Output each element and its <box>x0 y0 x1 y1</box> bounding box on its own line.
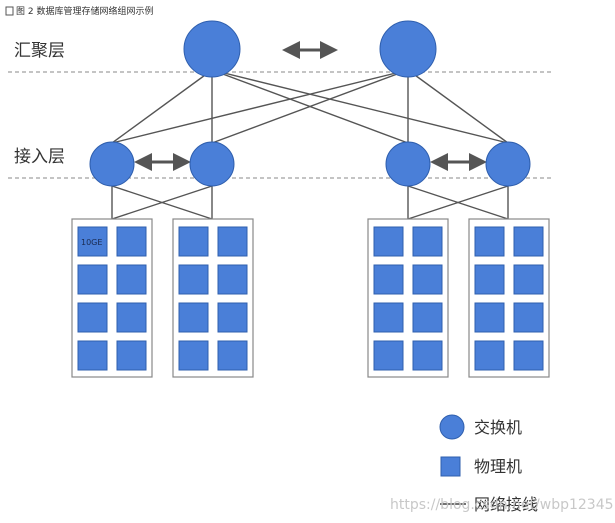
physical-server <box>373 340 404 371</box>
physical-server <box>373 264 404 295</box>
access-switch <box>89 141 135 187</box>
aggregation-switch <box>183 20 241 78</box>
physical-server <box>474 340 505 371</box>
physical-server <box>412 226 443 257</box>
physical-server <box>513 226 544 257</box>
physical-server <box>77 340 108 371</box>
physical-server <box>116 264 147 295</box>
access-switch <box>385 141 431 187</box>
physical-server <box>116 340 147 371</box>
link <box>111 185 213 220</box>
caption: 图 2 数据库管理存储网络组网示例 <box>5 5 153 17</box>
caption-text: 图 2 数据库管理存储网络组网示例 <box>16 5 153 17</box>
aggregation-switch <box>379 20 437 78</box>
aggregation-links <box>111 69 509 144</box>
physical-server <box>474 226 505 257</box>
legend: 交换机 物理机 网络接线 <box>439 414 538 514</box>
link <box>211 69 509 144</box>
physical-server <box>513 340 544 371</box>
physical-server <box>412 264 443 295</box>
physical-server <box>217 226 248 257</box>
legend-server-icon <box>440 456 461 477</box>
access-layer-label: 接入层 <box>14 147 65 167</box>
physical-server <box>474 264 505 295</box>
link <box>211 69 409 144</box>
physical-server <box>178 302 209 333</box>
server-racks: 10GE <box>71 218 550 378</box>
physical-server <box>217 340 248 371</box>
physical-server <box>178 226 209 257</box>
physical-server <box>217 302 248 333</box>
physical-server <box>513 302 544 333</box>
legend-server-label: 物理机 <box>474 457 522 476</box>
physical-server <box>77 226 108 257</box>
physical-server <box>412 340 443 371</box>
legend-switch-label: 交换机 <box>474 418 522 437</box>
physical-server <box>116 302 147 333</box>
physical-server <box>412 302 443 333</box>
legend-switch-icon <box>439 414 465 440</box>
access-links <box>111 185 509 220</box>
link <box>407 69 509 144</box>
link <box>111 69 213 144</box>
physical-server <box>373 302 404 333</box>
physical-server <box>116 226 147 257</box>
link <box>111 69 409 144</box>
physical-server <box>77 264 108 295</box>
access-switch <box>485 141 531 187</box>
port-speed-label: 10GE <box>81 238 102 247</box>
physical-server <box>474 302 505 333</box>
physical-server <box>373 226 404 257</box>
physical-server <box>77 302 108 333</box>
physical-server <box>178 264 209 295</box>
access-switch <box>189 141 235 187</box>
physical-server <box>513 264 544 295</box>
physical-server <box>217 264 248 295</box>
physical-server <box>178 340 209 371</box>
caption-icon <box>5 6 14 16</box>
watermark: https://blog.csdn.net/wbp12345 <box>390 497 614 513</box>
legend-link-label: 网络接线 <box>474 495 538 514</box>
aggregation-layer-label: 汇聚层 <box>14 41 65 61</box>
link <box>407 185 509 220</box>
